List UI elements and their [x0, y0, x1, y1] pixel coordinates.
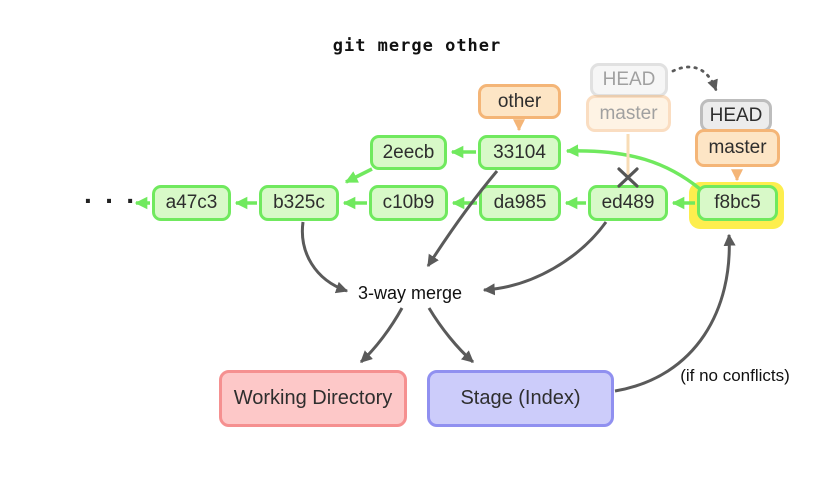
- ref-master-old: master: [586, 95, 671, 132]
- merge-output-arrow-stage: [427, 307, 474, 364]
- stage-index-box: Stage (Index): [427, 370, 614, 427]
- ref-label: master: [708, 137, 767, 158]
- merge-input-arrow-ed489: [482, 221, 608, 296]
- commit-b325c: b325c: [259, 185, 339, 221]
- commit-a47c3: a47c3: [152, 185, 231, 221]
- parent-arrow-2eecb-b325c: [344, 167, 373, 184]
- ref-label: master: [599, 102, 658, 124]
- stage-index-label: Stage (Index): [460, 387, 581, 409]
- diagram-title: git merge other: [332, 36, 502, 56]
- commit-label: 2eecb: [382, 141, 435, 163]
- commit-label: a47c3: [165, 192, 218, 213]
- commit-label: ed489: [601, 192, 655, 213]
- commit-label: b325c: [273, 192, 325, 213]
- ref-label: HEAD: [709, 104, 763, 126]
- working-directory-box: Working Directory: [219, 370, 407, 427]
- merge-input-arrow-b325c: [300, 221, 349, 294]
- ref-head-new: HEAD: [700, 99, 772, 132]
- three-way-merge-label: 3-way merge: [357, 283, 463, 303]
- if-no-conflicts-label: (if no conflicts): [680, 366, 790, 385]
- merge-output-arrow-working-directory: [359, 307, 404, 364]
- commit-label: 33104: [493, 141, 546, 163]
- working-directory-label: Working Directory: [233, 387, 393, 409]
- ref-label: other: [497, 90, 542, 112]
- commit-ed489: ed489: [588, 185, 668, 221]
- x-mark-icon: [617, 167, 639, 188]
- head-move-dotted-arrow: [671, 65, 718, 92]
- ref-master-new: master: [695, 129, 780, 167]
- ref-other: other: [478, 84, 561, 119]
- parent-arrow-f8bc5-33104: [565, 144, 702, 191]
- commit-da985: da985: [479, 185, 561, 221]
- ref-head-old: HEAD: [590, 63, 668, 97]
- commit-label: f8bc5: [714, 192, 761, 213]
- commit-label: c10b9: [382, 192, 435, 213]
- commit-f8bc5: f8bc5: [697, 185, 778, 221]
- commit-label: da985: [493, 192, 547, 213]
- commit-2eecb: 2eecb: [370, 135, 447, 170]
- commit-c10b9: c10b9: [369, 185, 448, 221]
- ref-label: HEAD: [602, 69, 656, 90]
- history-ellipsis: · · ·: [84, 185, 138, 216]
- commit-33104: 33104: [478, 135, 561, 170]
